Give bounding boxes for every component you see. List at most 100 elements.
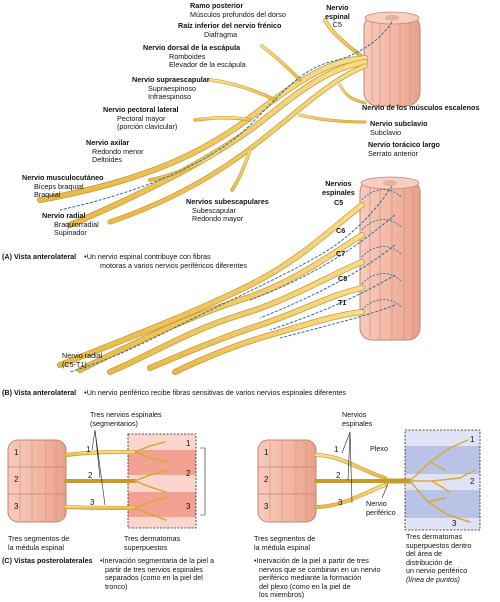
level-c8: C8 <box>338 274 348 283</box>
toracico-largo-title: Nervio torácico largo <box>368 140 440 149</box>
c-right-note-l3: periférico mediante la formación <box>259 573 362 583</box>
nerves-left <box>64 441 169 521</box>
c-right-np-l1: Nervio <box>366 499 387 508</box>
c-right-arrow-3: 3 <box>338 498 343 507</box>
level-t1: T1 <box>338 298 347 307</box>
subescapulares-title: Nervios subescapulares <box>186 197 269 206</box>
panel-a <box>37 11 421 228</box>
c-right-note-l4: del plexo (como en la piel de <box>259 581 351 591</box>
c-right-br-l5: un nervio periférico <box>406 566 468 576</box>
label-supraescapular: Nervio supraescapular Supraespinoso Infr… <box>132 75 210 102</box>
c-left-seg-3: 3 <box>14 502 19 511</box>
espinal-c5-title1: Nervio <box>326 3 349 12</box>
c-left-seg-1: 1 <box>14 448 19 457</box>
pointer-lines-right <box>341 431 389 504</box>
c-right-derm-2: 2 <box>470 477 475 486</box>
c-right-np-l2: periférico <box>366 507 396 517</box>
dorsal-escapula-sub2: Elevador de la escápula <box>169 60 246 70</box>
supraescapular-sub2: Infraespinoso <box>148 92 192 102</box>
c-right-derm-1: 1 <box>470 435 475 444</box>
dermatomes-right <box>404 429 481 531</box>
c-right-derm-3: 3 <box>452 519 457 528</box>
c-left-note-l3: separados (como en la piel del <box>105 573 203 583</box>
c-right-note-l5: los miembros) <box>259 590 305 600</box>
panel-c-left <box>7 429 206 529</box>
c-right-br-l4: distribución de <box>406 557 453 567</box>
c-right-bottom-left: Tres segmentos de la médula espinal <box>254 534 316 552</box>
caption-a-text1: Un nervio espinal contribuye con fibras <box>84 252 210 261</box>
label-radial-a: Nervio radial Braquiorradial Supinador <box>42 211 99 238</box>
label-toracico-largo: Nervio torácico largo Serrato anterior <box>368 140 440 158</box>
c-left-arrow-2: 2 <box>88 471 93 480</box>
c-left-br-l1: Tres dermatomas <box>124 534 181 543</box>
caption-a-lead: (A) Vista anterolateral <box>2 252 77 261</box>
caption-c-lead: (C) Vistas posterolaterales <box>2 556 93 565</box>
caption-b-lead: (B) Vista anterolateral <box>2 388 77 397</box>
raiz-frenico-sub: Diafragma <box>204 29 238 39</box>
sensory-fiber-b4 <box>269 274 396 331</box>
c-left-top-l1: Tres nervios espinales <box>90 410 162 419</box>
c-left-note-l2: partir de tres nervios espinales <box>105 564 203 574</box>
musculocutaneo-title: Nervio musculocutáneo <box>22 173 104 182</box>
motor-fiber-a <box>59 21 393 211</box>
c-right-note-l1: Inervación de la piel a partir de tres <box>254 556 380 566</box>
c-right-seg-1: 1 <box>264 448 269 457</box>
level-c5: C5 <box>334 198 344 207</box>
label-ramo-posterior: Ramo posterior Músculos profundos del do… <box>190 1 286 19</box>
pectoral-lateral-sub2: (porción clavicular) <box>117 122 178 132</box>
c-left-note-l1: Inervación segmentaria de la piel a <box>100 556 214 566</box>
nervios-espinales-b-l2: espinales <box>322 187 355 197</box>
level-c6: C6 <box>336 226 346 235</box>
c-left-note-l4: tronco) <box>105 581 128 591</box>
c-right-nervio-periferico: Nervio periférico <box>366 499 396 517</box>
dorsal-escapula-title: Nervio dorsal de la escápula <box>143 43 241 52</box>
subescapulares-sub1: Subescapular <box>192 205 236 215</box>
spinal-cord-a <box>363 11 421 107</box>
ramo-posterior-title: Ramo posterior <box>190 1 244 10</box>
c-right-note-l2: nervios que se combinan en un nervio <box>259 564 381 574</box>
c-left-derm-2: 2 <box>186 469 191 478</box>
axilar-sub2: Deltoides <box>92 155 122 165</box>
c-left-arrow-1: 1 <box>86 445 91 454</box>
sensory-fiber-b5 <box>279 304 396 339</box>
c-left-arrow-3: 3 <box>90 498 95 507</box>
c-left-br-l2: superpuestos <box>124 542 168 552</box>
sensory-fiber-b2 <box>249 214 396 301</box>
radial-a-sub2: Supinador <box>54 228 87 238</box>
dorsal-escapula-sub1: Romboides <box>169 51 206 61</box>
panel-b <box>57 176 421 375</box>
nervios-espinales-b-l1: Nervios <box>325 179 352 188</box>
espinal-c5-sub: C5 <box>332 20 342 30</box>
label-raiz-frenico: Raíz inferior del nervio frénico Diafrag… <box>178 21 281 39</box>
panel-c-right <box>257 429 481 531</box>
axilar-sub1: Redondo menor <box>92 146 144 156</box>
musculocutaneo-sub1: Bíceps braquial <box>34 181 84 191</box>
c-right-seg-3: 3 <box>264 502 269 511</box>
c-right-seg-2: 2 <box>264 475 269 484</box>
c-left-top-label: Tres nervios espinales (segmentarios) <box>90 410 162 428</box>
c-right-bl-l1: Tres segmentos de <box>254 534 316 543</box>
label-subescapulares: Nervios subescapulares Subescapular Redo… <box>186 197 269 224</box>
c-right-arrow-2: 2 <box>336 471 341 480</box>
caption-a: (A) Vista anterolateral Un nervio espina… <box>2 252 247 270</box>
cord-segments-right <box>257 439 317 523</box>
c-left-seg-2: 2 <box>14 475 19 484</box>
sensory-fiber-b <box>69 185 393 373</box>
c-right-top-label: Nervios espinales <box>342 410 372 428</box>
c-right-br-l1: Tres dermatomas <box>406 532 463 541</box>
label-escalenos: Nervio de los músculos escalenos <box>362 103 480 112</box>
supraescapular-title: Nervio supraescapular <box>132 75 210 84</box>
c-right-arrow-1: 1 <box>334 445 339 454</box>
c-right-br-l6: (línea de puntos) <box>406 574 460 584</box>
label-pectoral-lateral: Nervio pectoral lateral Pectoral mayor (… <box>103 105 179 132</box>
c-left-bottom-right: Tres dermatomas superpuestos <box>124 534 181 552</box>
root-loops-b <box>361 189 403 311</box>
c-left-bottom-left: Tres segmentos de la médula espinal <box>8 534 70 552</box>
c-left-bl-l2: la médula espinal <box>8 542 64 552</box>
label-nervios-espinales-b: Nervios espinales <box>322 179 355 197</box>
c-right-plexo: Plexo <box>370 444 388 453</box>
subclavio-title: Nervio subclavio <box>370 119 428 128</box>
nerve-trunks-b <box>57 202 365 375</box>
c-left-bl-l1: Tres segmentos de <box>8 534 70 543</box>
c-left-note: Inervación segmentaria de la piel a part… <box>100 556 214 591</box>
